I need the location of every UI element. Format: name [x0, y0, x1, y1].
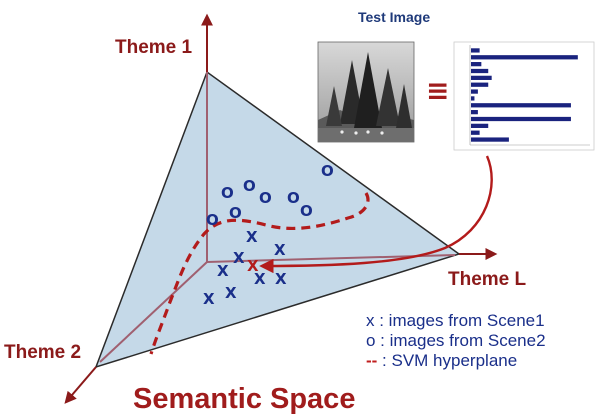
themeL-label: Theme L	[448, 269, 527, 290]
histogram-bars	[471, 48, 578, 142]
histogram-bar	[471, 62, 482, 67]
marker-o: O	[321, 162, 334, 180]
marker-x: X	[254, 270, 266, 288]
legend-hyperplane-text: : SVM hyperplane	[377, 351, 517, 370]
marker-x: X	[233, 249, 245, 267]
equivalence-symbol: ≡	[426, 74, 449, 107]
legend-scene2: o : images from Scene2	[366, 331, 546, 350]
inner-axis-line	[99, 261, 208, 363]
test-image-photo	[317, 41, 415, 143]
test-image-title: Test Image	[358, 9, 430, 25]
marker-x: X	[225, 284, 237, 302]
marker-x: X	[246, 228, 258, 246]
histogram-panel	[453, 41, 595, 151]
histogram-bar	[471, 75, 492, 80]
histogram-bar	[471, 48, 480, 53]
marker-o: O	[221, 184, 234, 202]
histogram-bar	[471, 123, 489, 128]
marker-o: O	[243, 177, 256, 195]
marker-x: X	[275, 270, 287, 288]
histogram-bar	[471, 96, 475, 101]
histogram-bar	[471, 55, 578, 60]
histogram-bar	[471, 110, 478, 115]
histogram-bar	[471, 89, 478, 94]
legend: x : images from Scene1 o : images from S…	[366, 311, 546, 370]
marker-x: X	[217, 262, 229, 280]
histogram-bar	[471, 116, 571, 122]
scene1-markers: X X X X X X X X	[203, 228, 287, 308]
legend-dash-symbol: --	[366, 351, 377, 370]
theme2-axis	[64, 366, 97, 404]
marker-x: X	[203, 290, 215, 308]
legend-scene1: x : images from Scene1	[366, 311, 545, 330]
histogram-bar	[471, 82, 489, 87]
marker-o: O	[300, 202, 313, 220]
histogram-bar	[471, 68, 489, 74]
legend-hyperplane: -- : SVM hyperplane	[366, 351, 517, 370]
histogram-bar	[471, 130, 480, 135]
projection-arrow	[259, 155, 493, 274]
marker-o: O	[287, 189, 300, 207]
svm-hyperplane	[149, 192, 370, 355]
scene2-markers: O O O O O O O O	[206, 162, 334, 229]
marker-o: O	[229, 204, 242, 222]
simplex-face	[94, 70, 461, 369]
marker-x: X	[274, 241, 286, 259]
test-image-point: X	[247, 257, 259, 275]
marker-o: O	[259, 189, 272, 207]
theme2-label: Theme 2	[4, 342, 81, 363]
marker-o: O	[206, 211, 219, 229]
histogram-bar	[471, 137, 509, 142]
theme1-label: Theme 1	[115, 37, 193, 58]
semantic-space-title: Semantic Space	[133, 383, 355, 415]
histogram-bar	[471, 103, 571, 108]
